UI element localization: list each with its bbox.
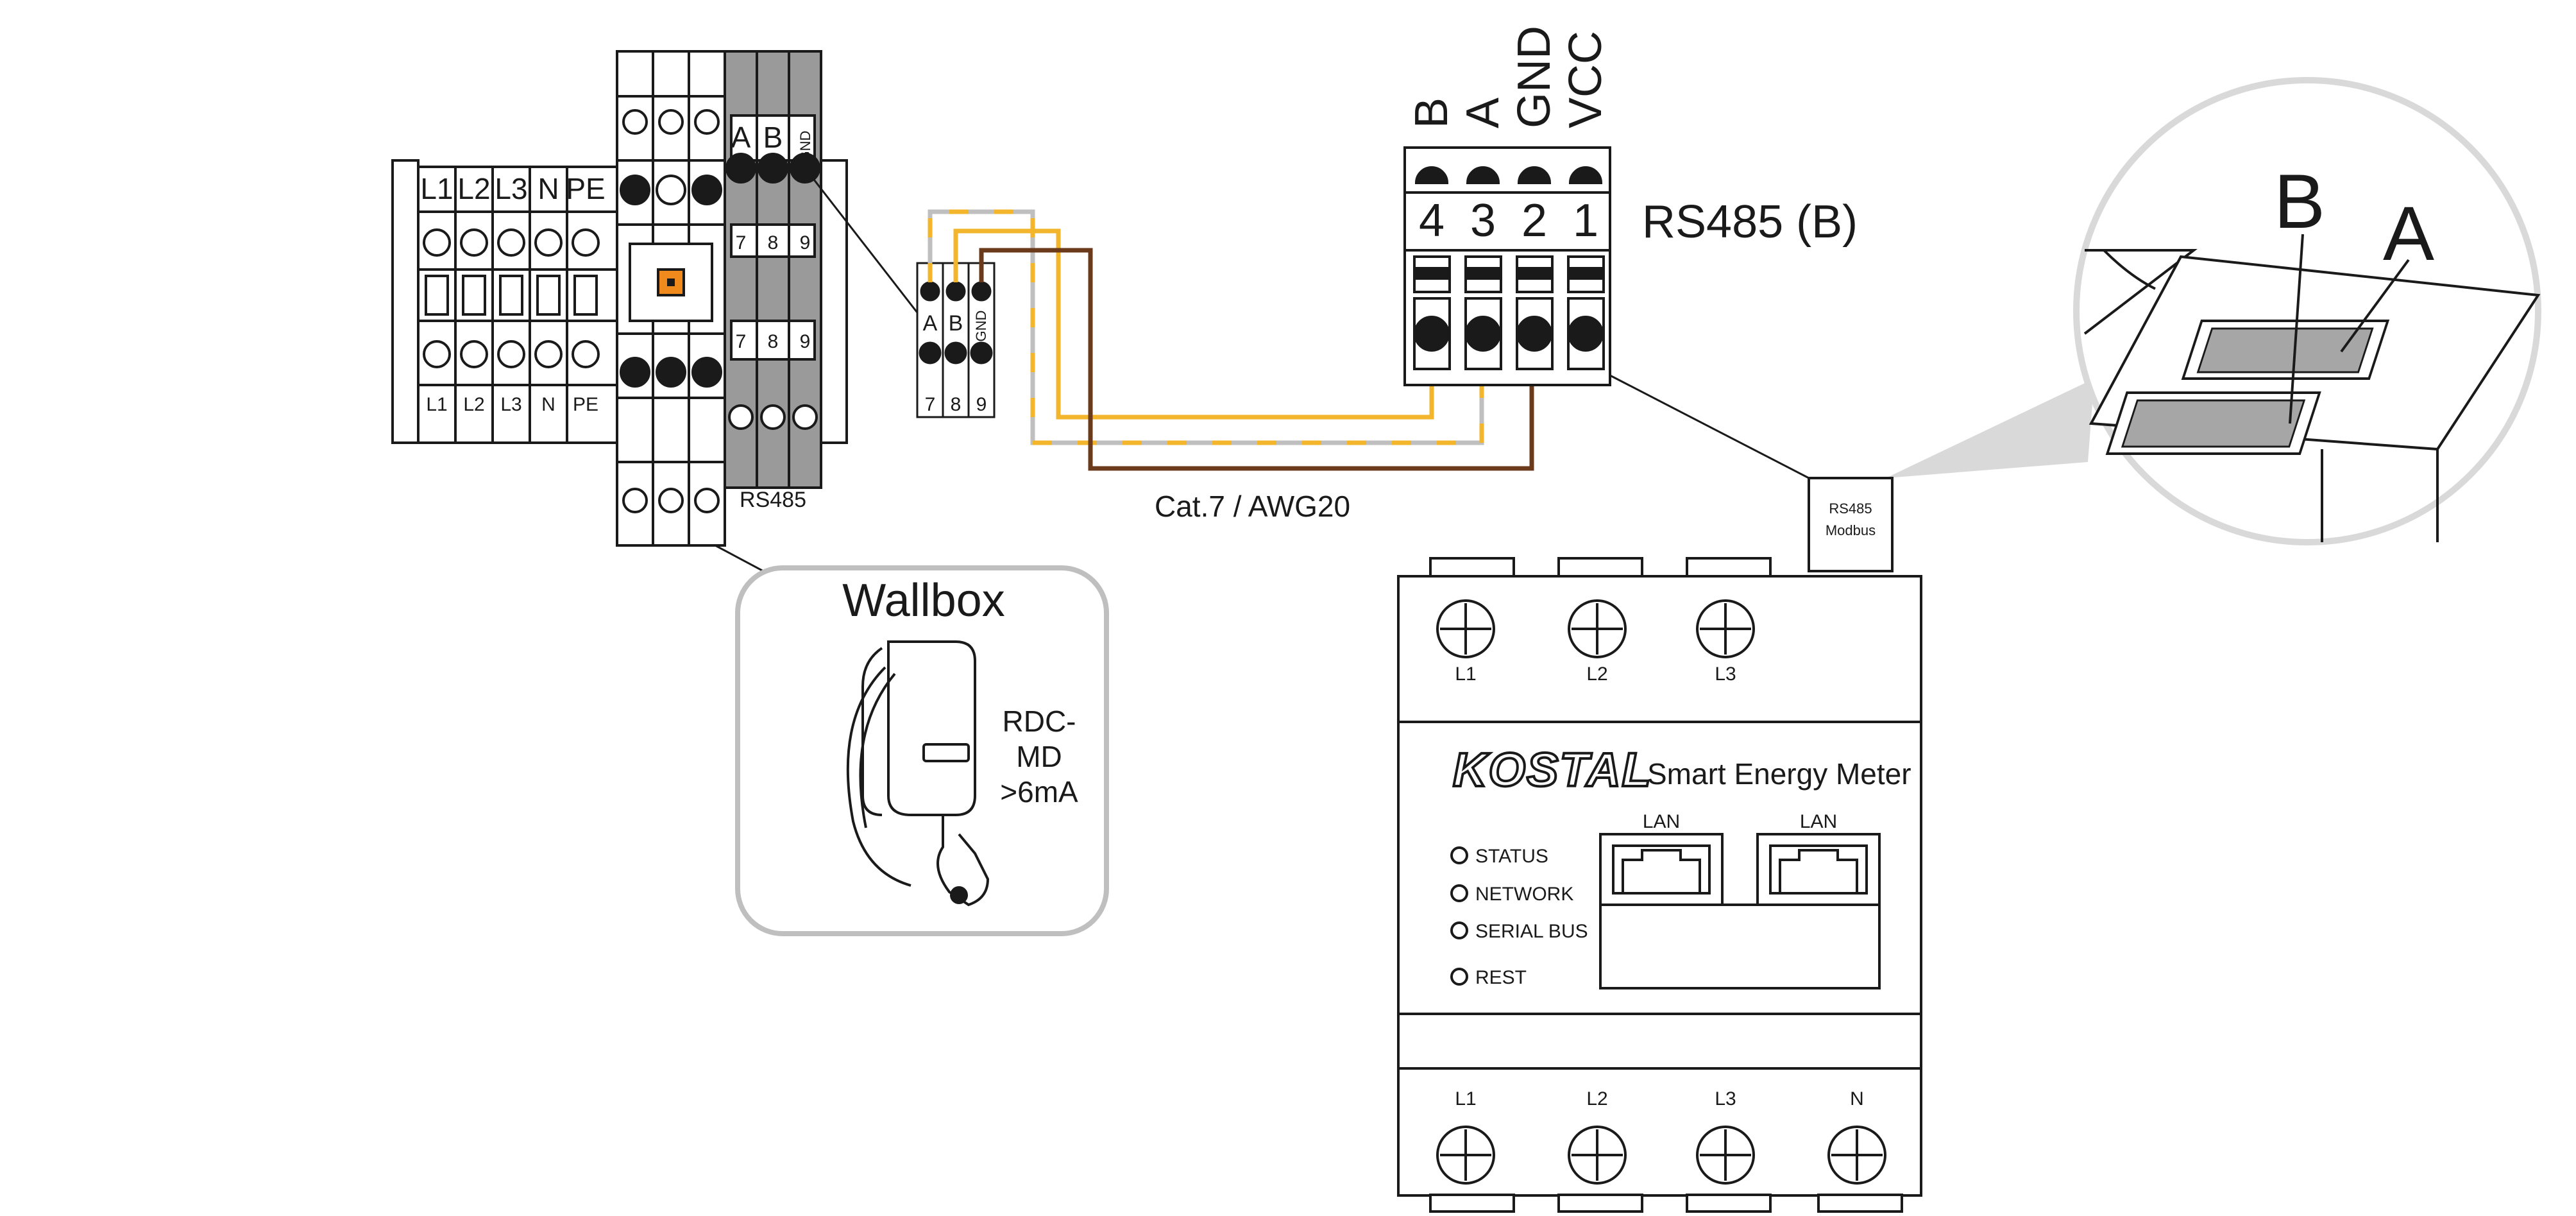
lan-label-1: LAN [1643, 811, 1680, 832]
mini-label-a: A [923, 311, 938, 336]
pointer-line-b [2289, 234, 2304, 424]
pointer-line-a [2340, 259, 2410, 353]
rs485-terminal-labels: A B GND 7 8 9 7 8 9 RS485 [731, 121, 813, 512]
pin-num-1: 1 [1573, 195, 1598, 246]
wire-brown [979, 248, 1534, 471]
rs485-num-9-bottom: 9 [800, 331, 811, 352]
led-label-network: NETWORK [1475, 884, 1573, 905]
smart-energy-meter [1397, 477, 1922, 1213]
cable [928, 209, 1534, 471]
bottom-terminal-n: N [1850, 1088, 1864, 1109]
phase-label-l1: L1 [420, 172, 453, 205]
mini-num-9: 9 [976, 394, 987, 415]
meter-labels: RS485 Modbus L1 L2 L3 KOSTAL Smart Energ… [1452, 501, 1911, 1109]
bottom-label-l2: L2 [463, 394, 484, 415]
rs485-connector-labels: B A GND VCC 4 3 2 1 RS485 (B) [1406, 26, 1858, 248]
meter-brand-logo: KOSTAL [1453, 743, 1652, 796]
cable-label: Cat.7 / AWG20 [1155, 490, 1350, 523]
port-label-line2: Modbus [1826, 522, 1876, 538]
rs485-caption: RS485 [740, 488, 806, 512]
bottom-terminal-l2: L2 [1586, 1088, 1607, 1109]
phase-label-l2: L2 [457, 172, 490, 205]
bottom-label-pe: PE [573, 394, 598, 415]
led-status [1450, 846, 1468, 864]
mini-connector [916, 262, 996, 418]
meter-product-name: Smart Energy Meter [1647, 757, 1911, 791]
terminal-block: L1 L2 L3 N PE L1 L2 L3 N PE [391, 50, 925, 547]
callout-line-wallbox [715, 544, 764, 572]
lan-label-2: LAN [1800, 811, 1837, 832]
phase-terminals [391, 159, 618, 444]
bottom-label-l3: L3 [500, 394, 521, 415]
phase-label-pe: PE [566, 172, 605, 205]
phase-labels: L1 L2 L3 N PE L1 L2 L3 N PE [420, 172, 605, 415]
mini-connector-labels: A B GND 7 8 9 [923, 311, 989, 415]
rs485-modbus-port [1808, 477, 1894, 572]
led-label-serial-bus: SERIAL BUS [1475, 921, 1588, 942]
led-network [1450, 884, 1468, 902]
wallbox-note-line1: RDC- [1003, 705, 1076, 738]
rs485-num-7-bottom: 7 [736, 331, 747, 352]
rs485-label-a: A [731, 121, 751, 154]
wallbox-panel: Wallbox RDC- MD >6mA [735, 565, 1109, 936]
pin-name-vcc: VCC [1560, 31, 1611, 128]
pin-num-2: 2 [1521, 195, 1547, 246]
wallbox-note-line2: MD [1016, 740, 1062, 773]
mini-label-b: B [949, 311, 963, 336]
wire-yellow [953, 228, 1434, 420]
breaker-module [616, 50, 726, 547]
wallbox-charger-icon [846, 640, 990, 907]
rs485-connector [1403, 146, 1611, 386]
zoom-label-a: A [2383, 191, 2434, 277]
callout-line-connector [1609, 374, 1809, 479]
callout-line-gnd [804, 167, 925, 321]
zoom-detail: B A [1886, 77, 2541, 545]
pin-name-b: B [1406, 98, 1457, 128]
phase-label-n: N [538, 172, 559, 205]
wallbox-note-line3: >6mA [1000, 775, 1078, 809]
rs485-label-b: B [763, 121, 783, 154]
rs485-num-8-top: 8 [768, 232, 779, 253]
port-label-line1: RS485 [1829, 501, 1872, 517]
top-terminal-l2: L2 [1586, 664, 1607, 685]
mini-num-8: 8 [951, 394, 962, 415]
top-terminal-l1: L1 [1455, 664, 1476, 685]
bottom-terminal-l1: L1 [1455, 1088, 1476, 1109]
mini-label-gnd: GND [973, 311, 989, 342]
led-rest [1450, 968, 1468, 986]
pin-num-4: 4 [1419, 195, 1445, 246]
top-terminal-l3: L3 [1715, 664, 1736, 685]
pin-name-a: A [1457, 98, 1509, 128]
phase-label-l3: L3 [495, 172, 527, 205]
rs485-num-7-top: 7 [736, 232, 747, 253]
wire-gray-white [928, 209, 1484, 445]
led-label-status: STATUS [1475, 846, 1548, 867]
rs485-connector-title: RS485 (B) [1642, 196, 1858, 248]
rs485-terminals [724, 50, 848, 489]
pin-num-3: 3 [1470, 195, 1496, 246]
bottom-label-l1: L1 [426, 394, 447, 415]
led-serial-bus [1450, 921, 1468, 939]
pin-name-gnd: GND [1509, 26, 1560, 128]
wire-gray-white-dash [928, 209, 1484, 445]
bottom-label-n: N [541, 394, 555, 415]
rs485-num-9-top: 9 [800, 232, 811, 253]
bottom-terminal-l3: L3 [1715, 1088, 1736, 1109]
rs485-label-gnd: GND [797, 131, 813, 162]
zoom-label-b: B [2274, 158, 2325, 244]
led-label-rest: REST [1475, 967, 1527, 988]
rs485-num-8-bottom: 8 [768, 331, 779, 352]
wallbox-title: Wallbox [842, 575, 1004, 626]
mini-num-7: 7 [925, 394, 936, 415]
